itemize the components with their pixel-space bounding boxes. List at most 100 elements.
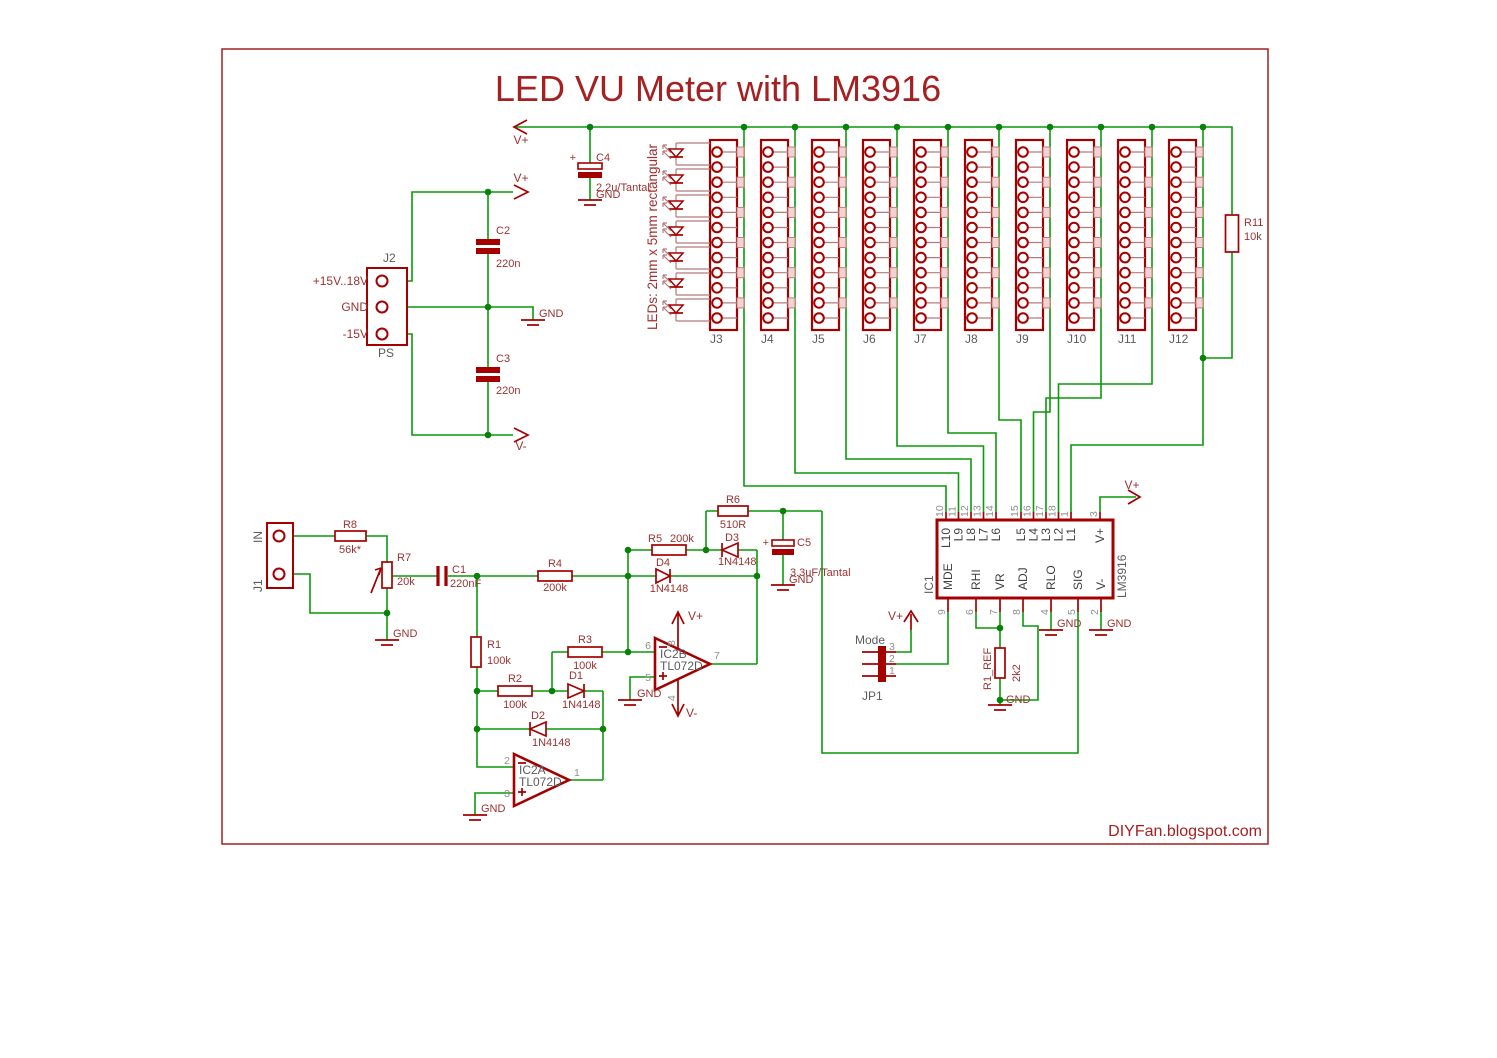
c1-name: C1	[452, 564, 466, 576]
c2-name: C2	[496, 225, 510, 237]
c1-value: 220nF	[450, 578, 481, 590]
cap-c1	[436, 566, 448, 586]
junction-dots	[383, 123, 1207, 733]
ic2b-name: IC2B	[660, 647, 687, 661]
vplus-arrow-ps	[513, 184, 530, 200]
ic1-pin-num: 4	[1039, 609, 1051, 615]
ic1-bottom-stubs	[947, 598, 1102, 612]
led-icon	[662, 142, 711, 166]
ic1-pin-label: V+	[1093, 528, 1107, 543]
jp1-pin-stubs	[862, 651, 896, 677]
resistor-rref-group: R1_REF 2k2 GND	[982, 647, 1031, 706]
ic1-pin-num: 10	[934, 505, 946, 517]
ic2b-pin-non: 5	[645, 672, 651, 684]
r2-name: R2	[508, 673, 522, 685]
ic1-pin-label: L1	[1064, 528, 1078, 542]
r11-value: 10k	[1244, 231, 1262, 243]
ic1-pin-label: L9	[952, 528, 966, 542]
vplus-label-ic2b: V+	[688, 609, 703, 623]
ic1-pin-num: 15	[1009, 505, 1021, 517]
r2-value: 100k	[503, 699, 527, 711]
gnd-symbol-ic2b	[617, 699, 643, 706]
vplus-arrow-bus	[512, 119, 528, 135]
resistor-r8	[334, 530, 367, 542]
r11-name: R11	[1244, 217, 1263, 229]
j2-part: PS	[378, 346, 394, 360]
vplus-arrow-ic2b	[671, 610, 685, 649]
c3-name: C3	[496, 353, 510, 365]
gnd-symbol-ps	[520, 319, 546, 326]
led-icon	[662, 220, 711, 244]
ic1-pin-num: 7	[988, 609, 1000, 615]
ic1-pin-num: 16	[1022, 505, 1034, 517]
led-icon	[662, 168, 711, 192]
connector-label: J7	[914, 332, 927, 346]
led-icon	[662, 246, 711, 270]
lm3916-ic: 10 11 12 13 14 15 16 17 18 1 3 L10 L9 L8…	[922, 478, 1140, 630]
vminus-label-ps: V-	[515, 439, 526, 453]
ic1-pin-label: L4	[1027, 528, 1041, 542]
r5-name: R5	[648, 533, 662, 545]
led-icon	[662, 194, 711, 218]
gnd-label-ic2b: GND	[637, 688, 662, 700]
connector-j12	[1167, 138, 1205, 332]
gnd-label-ic2a: GND	[481, 803, 506, 815]
ic1-pin-num: 3	[1088, 511, 1100, 517]
connector-label: J10	[1067, 332, 1087, 346]
connector-label: J3	[710, 332, 723, 346]
ic1-pin-label: L6	[989, 528, 1003, 542]
r5-value: 200k	[670, 533, 694, 545]
c5-plus: +	[763, 537, 769, 549]
gnd-label-vminus: GND	[1107, 618, 1132, 630]
led-connector-bank: J3 J4 J5 J6 J7 J8 J9 J10 J11 J12	[708, 138, 1205, 346]
ic2b-pin-vminus: 4	[666, 695, 678, 701]
ic2b-pin-out: 7	[714, 650, 720, 662]
gnd-label-rlo: GND	[1057, 618, 1082, 630]
ic1-pin-label: RLO	[1044, 565, 1058, 590]
resistor-r11-group: R11 10k	[1224, 214, 1263, 253]
jp1-pin1: 1	[889, 665, 895, 677]
vplus-label-jp1: V+	[888, 609, 903, 623]
j2-pin3-label: -15V	[343, 327, 368, 341]
r6-name: R6	[726, 494, 740, 506]
power-supply-section: J2 PS +15V..18V GND -15V C2 220n C3 220n…	[313, 171, 564, 453]
connector-j7	[912, 138, 950, 332]
r8-name: R8	[343, 519, 357, 531]
r7-value: 20k	[397, 576, 415, 588]
ic1-pin-label: L5	[1014, 528, 1028, 542]
cap-c5-plus-plate	[771, 539, 795, 547]
j2-pin3	[375, 327, 389, 341]
connector-j9	[1014, 138, 1052, 332]
vminus-label-ic2b: V-	[686, 706, 697, 720]
c5-value: 3.3uF/Tantal	[790, 567, 851, 579]
gnd-label-rref: GND	[1006, 694, 1031, 706]
vplus-label-bus: V+	[513, 133, 528, 147]
jp1-name: JP1	[862, 689, 883, 703]
ic2b-part: TL072D	[660, 659, 703, 673]
cap-c4-plus-plate	[577, 162, 603, 170]
cap-c4-minus-plate	[578, 172, 602, 178]
ic1-pin-num: 13	[972, 505, 984, 517]
r3-name: R3	[578, 634, 592, 646]
resistor-r2	[497, 685, 533, 697]
jumper-jp1: 3 2 1 Mode JP1 V+	[855, 609, 903, 703]
connector-label: J5	[812, 332, 825, 346]
ic2a-part: TL072D	[519, 775, 562, 789]
j1-label-in: IN	[251, 531, 265, 543]
ic1-pin-label: VR	[993, 573, 1007, 590]
vplus-arrow-ic1	[1127, 489, 1142, 505]
gnd-label-c5: GND	[789, 574, 814, 586]
ic2a-pin-inv: 2	[504, 755, 510, 767]
connector-j3	[708, 138, 746, 332]
d1-name: D1	[569, 670, 583, 682]
c5-name: C5	[797, 537, 811, 549]
d2-name: D2	[531, 710, 545, 722]
c4-name: C4	[596, 152, 610, 164]
cap-c2	[476, 239, 500, 245]
gnd-symbol-r7	[374, 639, 400, 646]
ic1-pin-label: V-	[1094, 579, 1108, 590]
diode-d3	[719, 541, 739, 559]
rref-name: R1_REF	[982, 648, 994, 690]
resistor-r4	[537, 570, 573, 582]
r3-value: 100k	[573, 660, 597, 672]
